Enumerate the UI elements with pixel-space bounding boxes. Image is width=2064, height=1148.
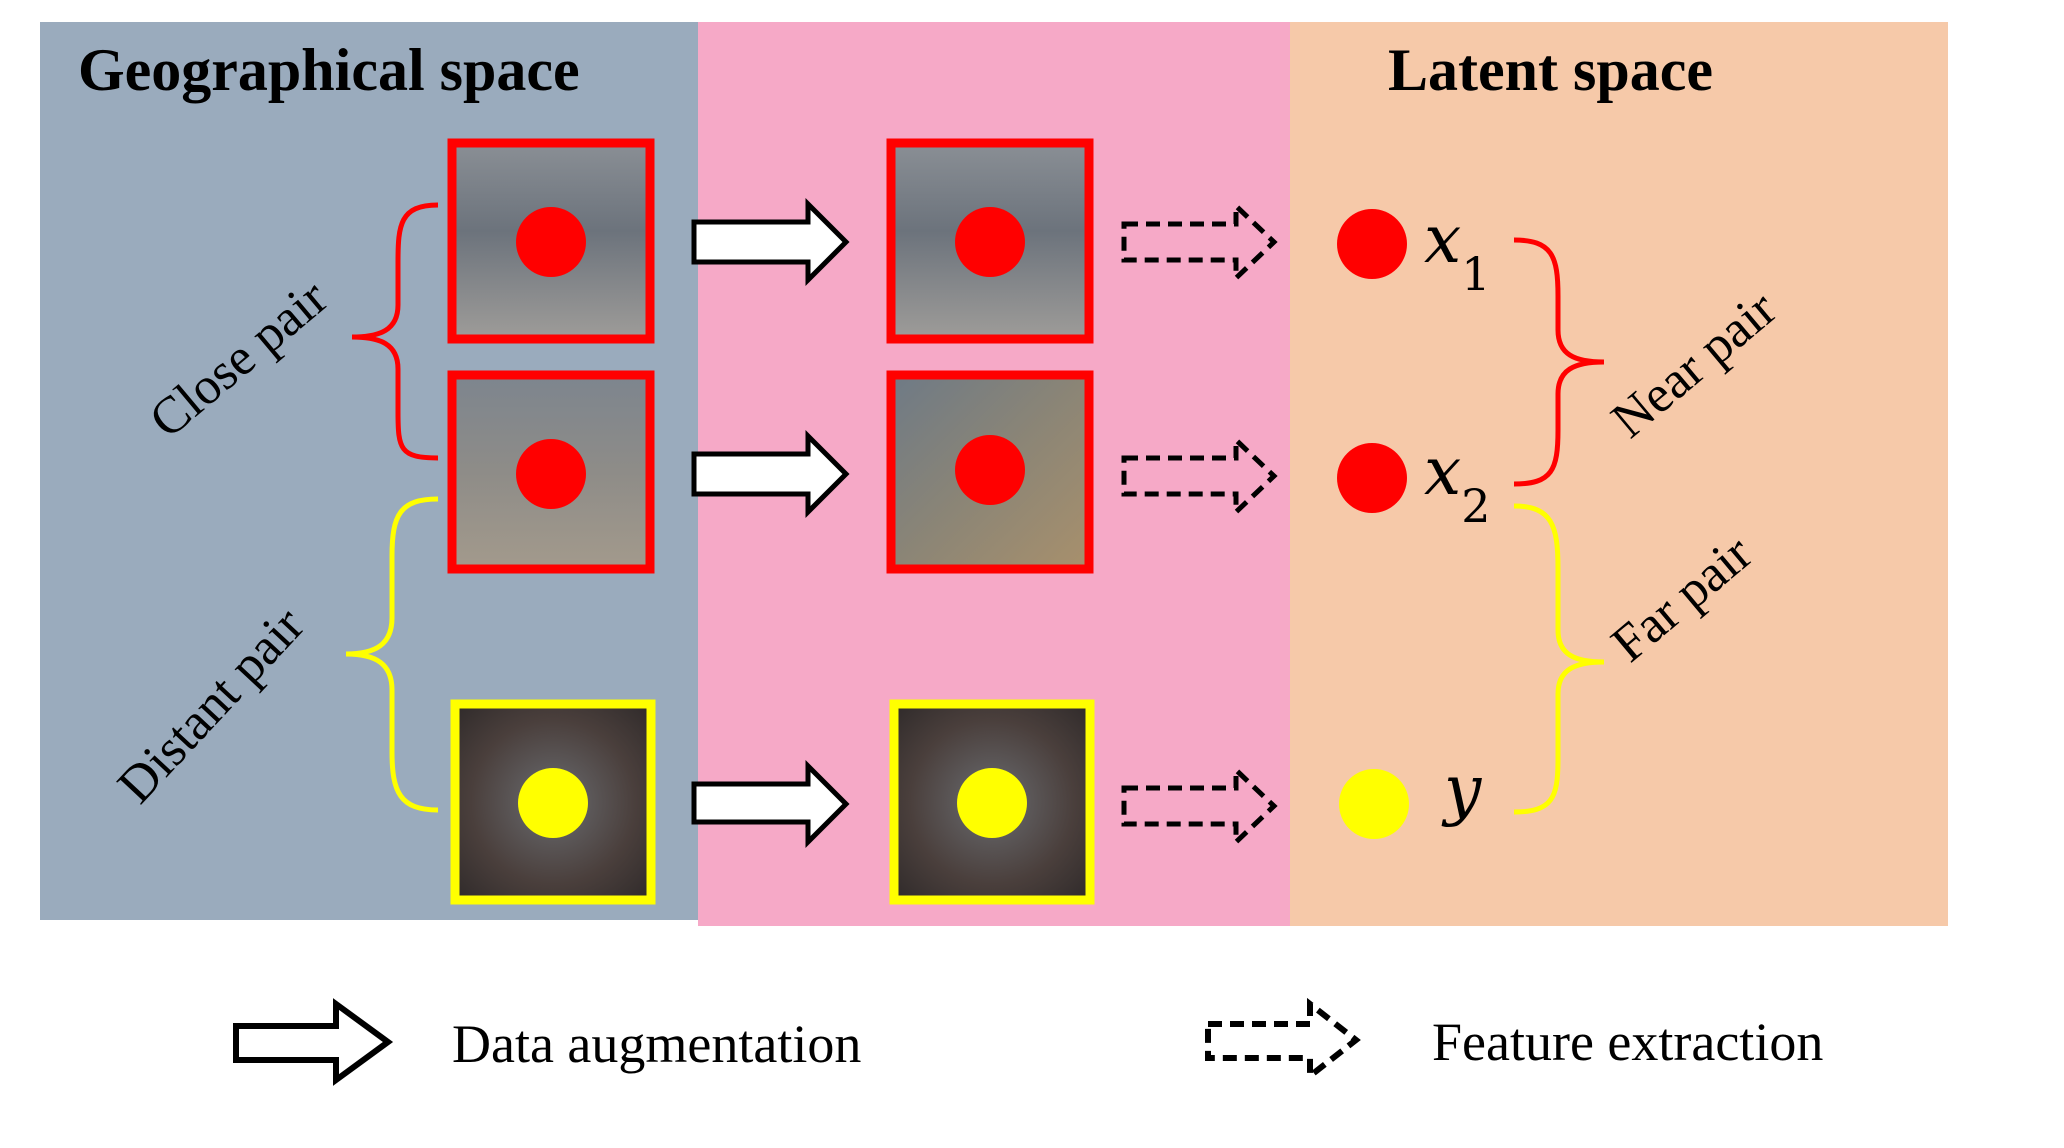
augmentation-arrow-2 — [691, 429, 850, 519]
extraction-arrow-1 — [1121, 200, 1278, 284]
geo-point-3 — [518, 768, 588, 838]
extraction-arrow-2 — [1121, 434, 1278, 518]
label-x1: x1 — [1424, 201, 1491, 301]
far-pair-brace — [1513, 503, 1605, 815]
latent-point-y — [1339, 769, 1409, 839]
aug-tile-3 — [889, 699, 1095, 905]
aug-tile-2 — [886, 370, 1094, 574]
legend-augmentation-label: Data augmentation — [452, 1014, 861, 1074]
augmentation-arrow-3 — [691, 759, 850, 849]
close-pair-brace — [351, 202, 439, 461]
latent-point-x1 — [1337, 209, 1407, 279]
geo-point-1 — [516, 207, 586, 277]
legend-augmentation-arrow — [233, 998, 394, 1086]
label-x2: x2 — [1424, 433, 1491, 533]
legend-extraction-arrow — [1205, 997, 1361, 1083]
near-pair-brace — [1513, 237, 1605, 487]
geo-point-2 — [516, 439, 586, 509]
latent-point-x2 — [1337, 443, 1407, 513]
latent-space-title: Latent space — [1388, 37, 1713, 103]
aug-point-2 — [955, 435, 1025, 505]
geographical-space-title: Geographical space — [78, 37, 580, 103]
geo-tile-2 — [447, 370, 655, 574]
aug-tile-1 — [886, 138, 1094, 344]
label-y: y — [1441, 751, 1482, 828]
aug-point-3 — [957, 768, 1027, 838]
aug-point-1 — [955, 207, 1025, 277]
extraction-arrow-3 — [1121, 764, 1278, 848]
geo-tile-1 — [447, 138, 655, 344]
geo-tile-3 — [450, 699, 656, 905]
augmentation-arrow-1 — [691, 197, 850, 287]
distant-pair-brace — [345, 496, 439, 813]
legend-extraction-label: Feature extraction — [1432, 1012, 1823, 1072]
